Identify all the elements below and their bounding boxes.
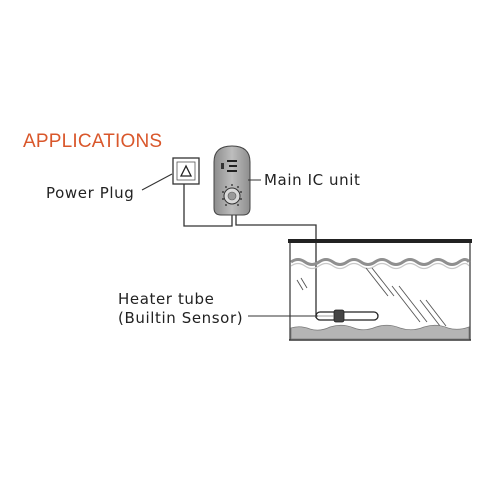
ic-unit-device bbox=[213, 145, 251, 216]
heater-tube-label-line2: (Builtin Sensor) bbox=[118, 309, 244, 327]
substrate bbox=[290, 324, 470, 340]
dial-icon bbox=[222, 184, 242, 206]
section-heading: APPLICATIONS bbox=[23, 131, 163, 152]
power-cord bbox=[183, 184, 233, 227]
heater-tube-label: Heater tube (Builtin Sensor) bbox=[118, 290, 243, 328]
heater-tube-icon bbox=[315, 309, 379, 323]
aquarium-tank bbox=[288, 239, 472, 341]
plug-leader-line bbox=[141, 173, 173, 191]
heater-tube-label-line1: Heater tube bbox=[118, 290, 215, 308]
main-ic-unit-label: Main IC unit bbox=[264, 171, 361, 189]
heater-cord bbox=[235, 215, 317, 318]
power-plug-label: Power Plug bbox=[46, 184, 135, 202]
water-surface bbox=[290, 258, 471, 266]
power-plug-icon bbox=[172, 157, 200, 185]
